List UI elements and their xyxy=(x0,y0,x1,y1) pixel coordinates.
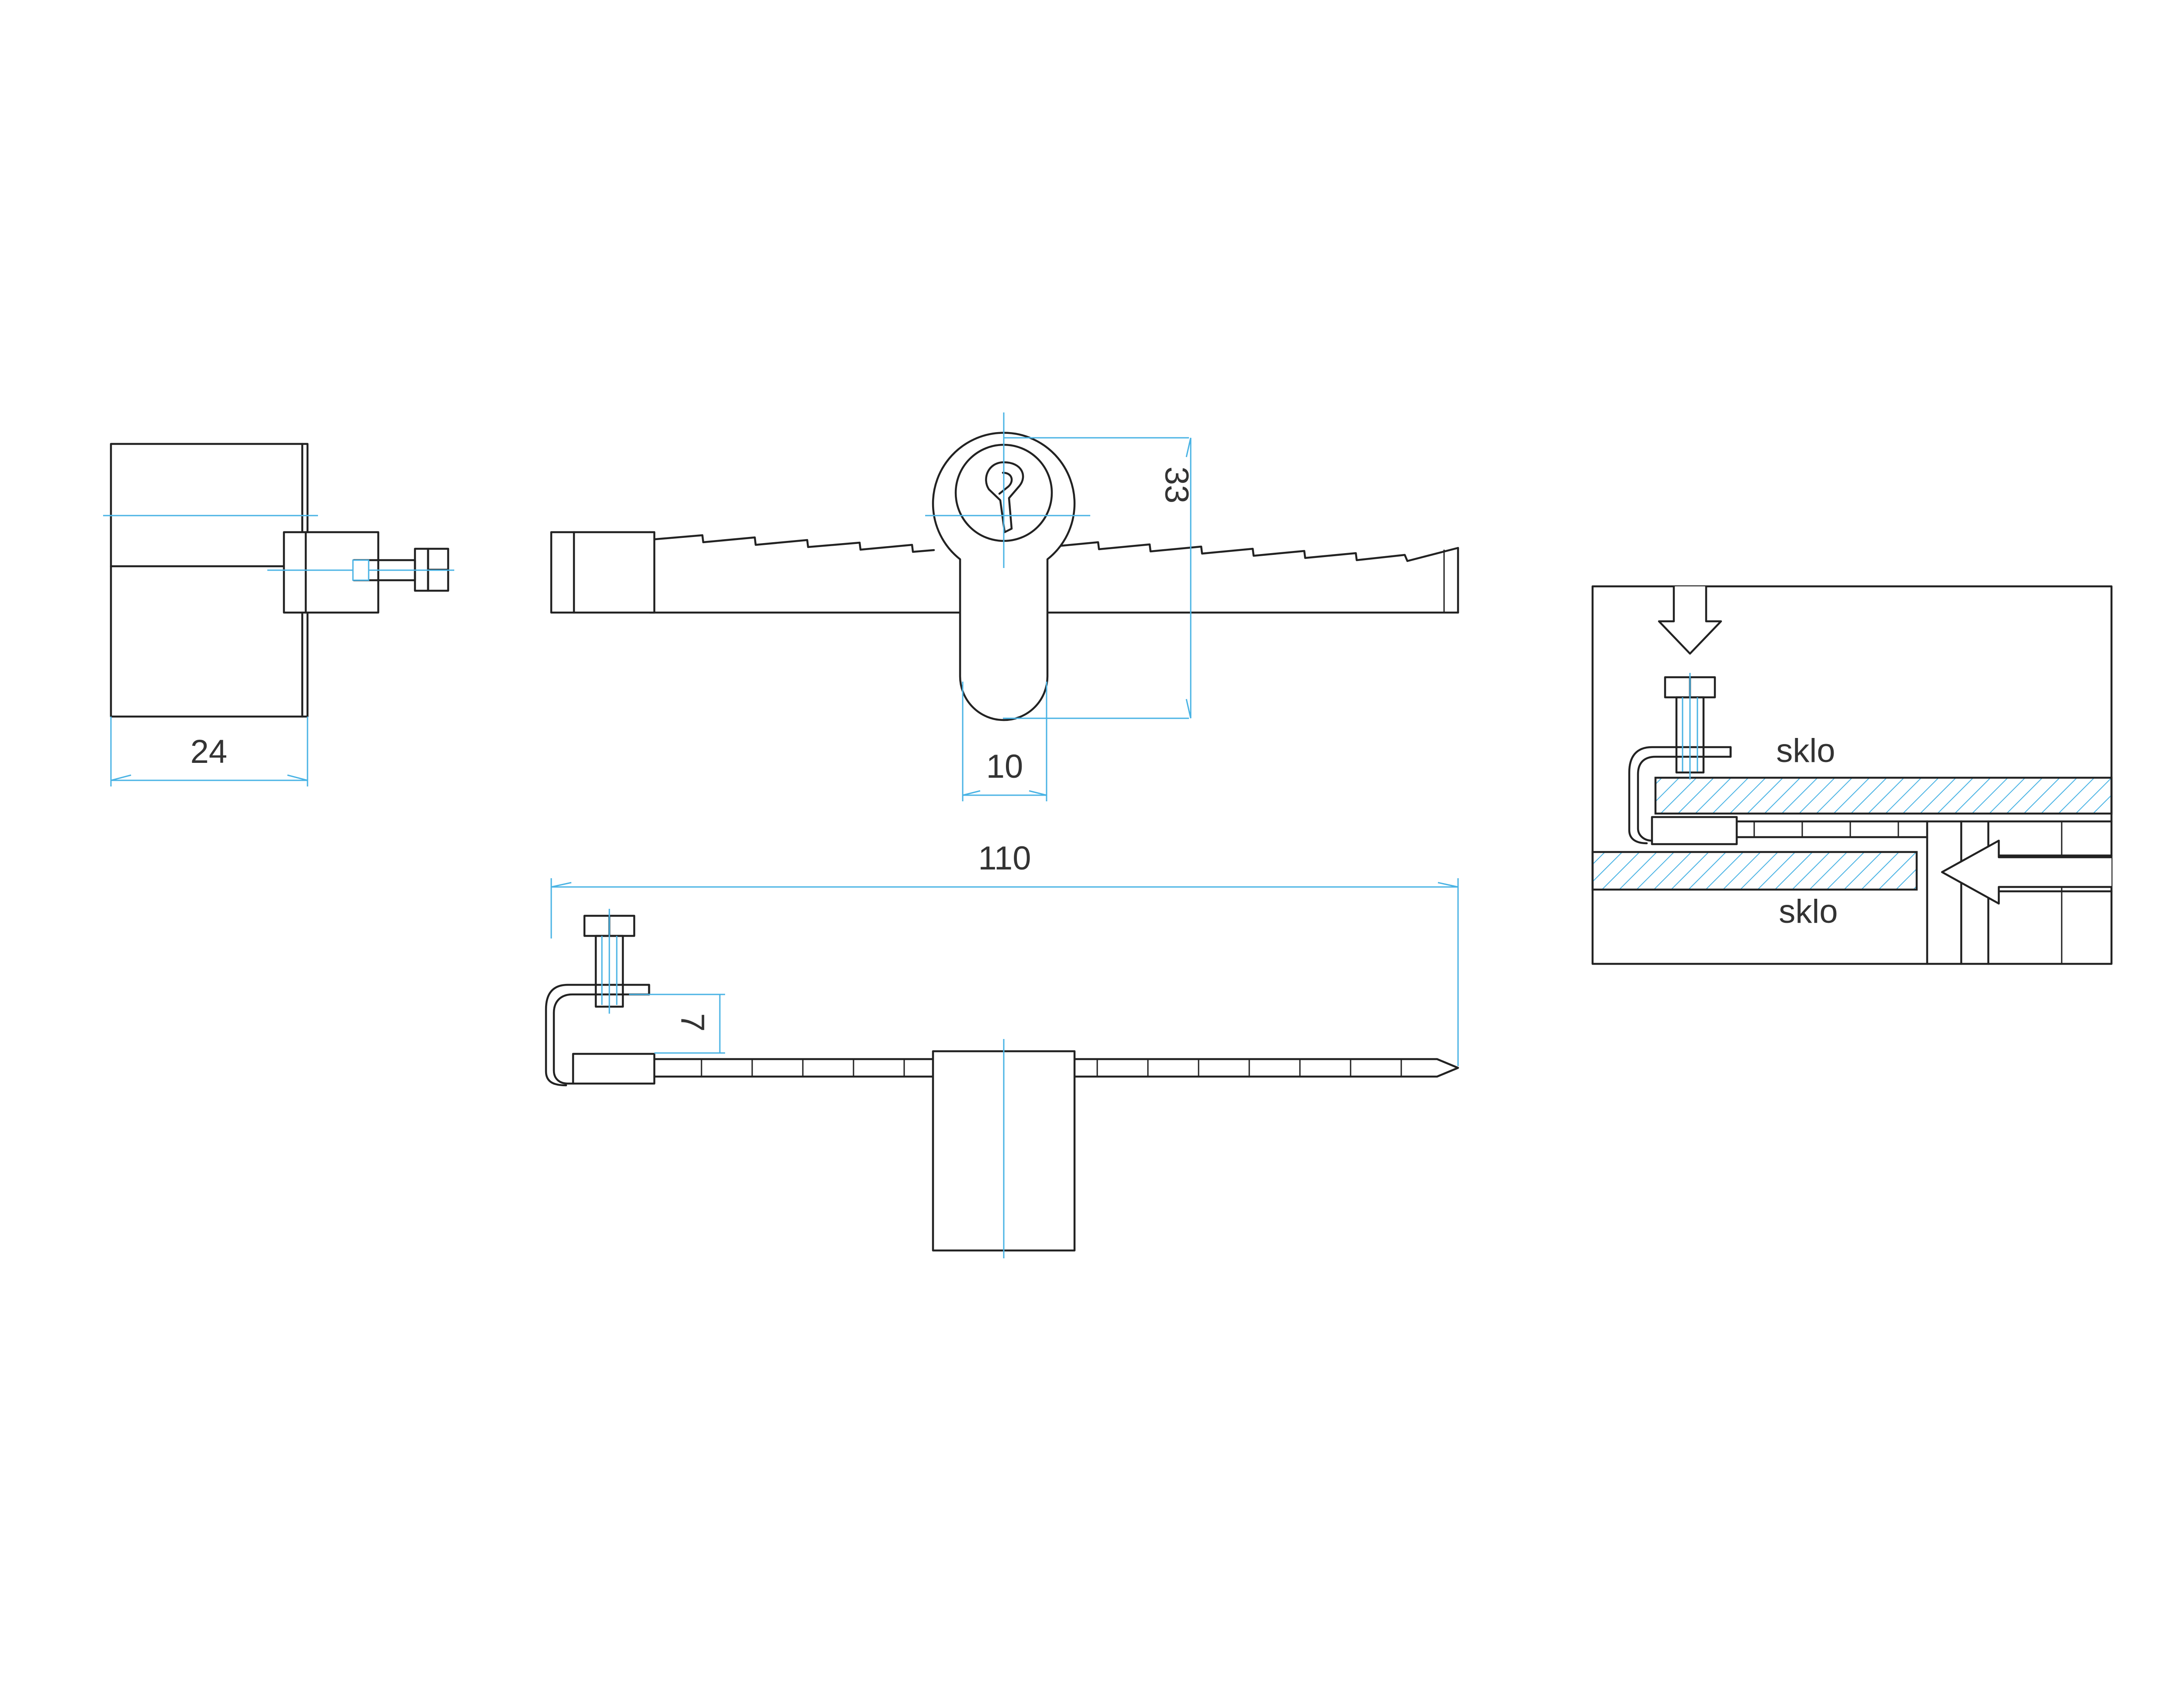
dim-24: 24 xyxy=(190,733,228,770)
label-upper-glass: sklo xyxy=(1776,732,1835,769)
dim-7: 7 xyxy=(674,1013,711,1032)
installation-detail xyxy=(1591,585,2113,965)
dim-33: 33 xyxy=(1158,467,1195,504)
front-view xyxy=(550,412,1459,801)
label-lower-glass: sklo xyxy=(1779,893,1838,930)
dim-110: 110 xyxy=(978,840,1031,877)
top-view xyxy=(545,878,1459,1258)
dim-10: 10 xyxy=(986,748,1023,785)
side-view xyxy=(103,443,454,786)
